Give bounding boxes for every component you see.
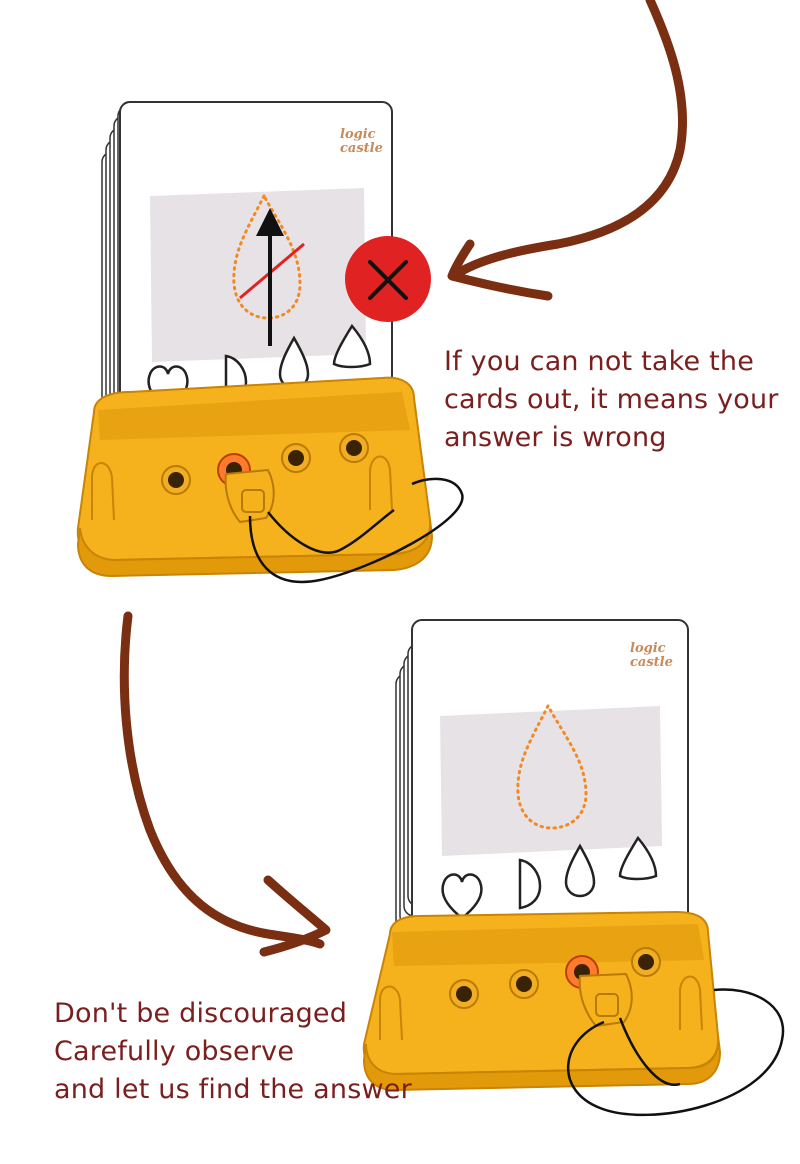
- top-front-card: logic castle: [119, 101, 393, 439]
- wrong-answer-caption: If you can not take the cards out, it me…: [444, 343, 779, 457]
- svg-text:castle: castle: [340, 141, 383, 156]
- drop-shape-icon: [564, 843, 596, 898]
- wedge-shape-icon: [332, 323, 372, 369]
- bottom-front-card: logic castle: [411, 619, 689, 939]
- caption-line: Don't be discouraged: [54, 998, 348, 1029]
- bottom-answer-shapes: [441, 835, 658, 920]
- encouragement-caption: Don't be discouraged Carefully observe a…: [54, 995, 412, 1109]
- bottom-holes: [449, 947, 661, 1009]
- caption-line: If you can not take the: [444, 346, 755, 377]
- svg-text:logic: logic: [340, 127, 376, 142]
- top-holes: [161, 433, 369, 495]
- top-cord: [248, 477, 464, 584]
- svg-text:logic: logic: [630, 641, 666, 656]
- wedge-shape-icon: [618, 835, 658, 881]
- drag-up-arrow-icon: [256, 208, 284, 346]
- bottom-base: [362, 910, 722, 1092]
- caption-line: answer is wrong: [444, 422, 667, 453]
- caption-line: and let us find the answer: [54, 1074, 412, 1105]
- top-base: [76, 376, 434, 578]
- heart-shape-icon: [441, 873, 483, 920]
- bottom-logo: logic castle: [630, 641, 673, 670]
- bottom-device: logic castle: [362, 619, 785, 1117]
- caption-line: Carefully observe: [54, 1036, 295, 1067]
- wrong-x-icon: [345, 236, 431, 322]
- bottom-cord: [566, 988, 785, 1117]
- svg-text:castle: castle: [630, 655, 673, 670]
- half-circle-shape-icon: [518, 858, 542, 910]
- top-arrow-icon: [447, 0, 687, 301]
- top-logo: logic castle: [340, 127, 383, 156]
- caption-line: cards out, it means your: [444, 384, 779, 415]
- top-device: logic castle: [76, 101, 464, 584]
- bottom-arrow-icon: [119, 611, 331, 957]
